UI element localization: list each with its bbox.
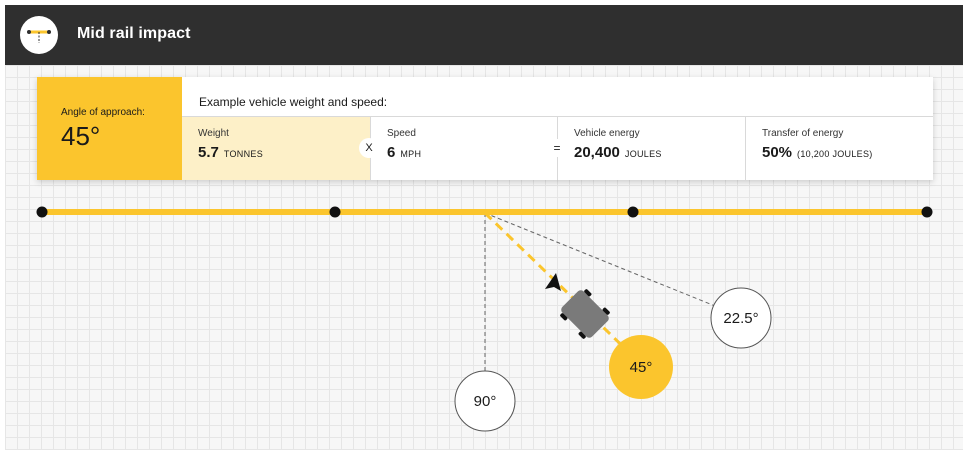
transfer-value: 50% xyxy=(762,144,793,161)
approach-angle-panel: Angle of approach: 45° xyxy=(37,77,182,180)
rail-post xyxy=(329,206,341,218)
app-frame: Mid rail impact xyxy=(5,5,963,450)
example-label: Example vehicle weight and speed: xyxy=(199,95,388,109)
transfer-unit: (10,200 JOULES) xyxy=(797,149,873,159)
energy-unit: JOULES xyxy=(624,149,662,159)
weight-value: 5.7 xyxy=(198,144,219,161)
rail-post xyxy=(36,206,48,218)
approach-angle-value: 45° xyxy=(61,121,101,151)
vehicle-icon[interactable] xyxy=(557,286,614,343)
equals-operator: = xyxy=(549,139,565,157)
angle-button-90[interactable]: 90° xyxy=(454,370,516,432)
multiply-operator: X xyxy=(359,138,379,158)
rail-icon xyxy=(20,16,58,54)
speed-value: 6 xyxy=(387,144,396,161)
angle-button-45[interactable]: 45° xyxy=(609,335,673,399)
energy-value: 20,400 xyxy=(574,144,620,161)
angle-label-45: 45° xyxy=(630,359,653,376)
rail-post xyxy=(627,206,639,218)
weight-unit: TONNES xyxy=(223,149,263,159)
impact-info-card: Angle of approach: 45° Example vehicle w… xyxy=(37,77,933,180)
title-bar: Mid rail impact xyxy=(5,5,963,65)
transfer-label: Transfer of energy xyxy=(762,128,844,139)
energy-value-group: 20,400 JOULES xyxy=(574,144,662,162)
page-title: Mid rail impact xyxy=(77,25,191,42)
guide-line-45 xyxy=(483,211,640,363)
approach-angle-label: Angle of approach: xyxy=(61,107,145,118)
transfer-cell: Transfer of energy 50% (10,200 JOULES) xyxy=(745,117,933,180)
card-divider xyxy=(182,116,933,117)
speed-value-group: 6 MPH xyxy=(387,144,421,162)
angle-button-22-5[interactable]: 22.5° xyxy=(710,287,772,349)
speed-unit: MPH xyxy=(400,149,422,159)
guide-line-22 xyxy=(484,212,716,307)
angle-label-90: 90° xyxy=(474,393,497,410)
weight-cell: Weight 5.7 TONNES xyxy=(182,117,370,180)
angle-label-22-5: 22.5° xyxy=(723,310,758,327)
speed-label: Speed xyxy=(387,128,416,139)
weight-label: Weight xyxy=(198,128,229,139)
weight-value-group: 5.7 TONNES xyxy=(198,144,263,162)
energy-cell: Vehicle energy 20,400 JOULES xyxy=(557,117,745,180)
impact-diagram: 90° 22.5° 45° xyxy=(36,206,933,432)
energy-label: Vehicle energy xyxy=(574,128,640,139)
diagram-canvas: 90° 22.5° 45° Angle of approach: 45° Exa… xyxy=(5,65,963,450)
transfer-value-group: 50% (10,200 JOULES) xyxy=(762,144,873,162)
speed-cell: Speed 6 MPH xyxy=(370,117,557,180)
direction-arrow-icon xyxy=(545,273,561,291)
rail-post xyxy=(921,206,933,218)
